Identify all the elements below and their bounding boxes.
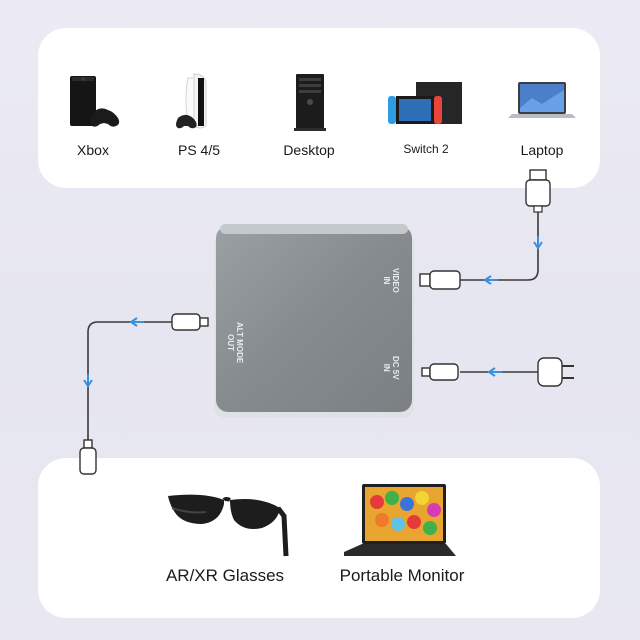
- output-ar-glasses: AR/XR Glasses: [150, 486, 300, 616]
- source-playstation: PS 4/5: [166, 68, 232, 178]
- source-label: PS 4/5: [177, 142, 221, 158]
- output-devices-card: AR/XR Glasses Portable Monitor: [38, 458, 600, 618]
- source-switch: Switch 2: [382, 68, 470, 178]
- laptop-icon: [508, 82, 576, 118]
- port-label-line: DC 5V: [391, 356, 400, 380]
- output-portable-monitor: Portable Monitor: [322, 480, 482, 616]
- converter-hub: ALT MODE OUT VIDEO IN DC 5V IN: [214, 222, 414, 418]
- switch-console-icon: [388, 82, 462, 124]
- source-devices-card: Xbox PS 4/5 Desktop Swi: [38, 28, 600, 188]
- ar-glasses-icon: [168, 494, 289, 557]
- hdmi-plug-icon: [525, 169, 551, 213]
- source-laptop: Laptop: [504, 68, 580, 178]
- dc-in-label: DC 5V IN: [382, 356, 400, 380]
- source-xbox: Xbox: [60, 68, 126, 178]
- source-label: Laptop: [520, 142, 564, 158]
- port-label-line: IN: [382, 276, 391, 285]
- xbox-console-icon: [70, 76, 120, 127]
- dc-plug-icon: [421, 363, 459, 381]
- arrow-down-icon: [83, 374, 93, 388]
- arrow-left-icon: [488, 367, 502, 377]
- portable-monitor-icon: [344, 484, 456, 556]
- playstation-console-icon: [176, 73, 207, 129]
- usb-c-plug-icon: [171, 313, 209, 331]
- output-label: Portable Monitor: [339, 566, 465, 585]
- source-label: Switch 2: [403, 142, 449, 156]
- alt-mode-out-label: ALT MODE OUT: [226, 322, 244, 363]
- video-in-label: VIDEO IN: [382, 268, 400, 293]
- port-label-line: IN: [382, 363, 391, 372]
- output-label: AR/XR Glasses: [165, 566, 285, 585]
- source-desktop: Desktop: [276, 68, 342, 178]
- port-label-line: OUT: [226, 334, 235, 352]
- hub-body: [214, 224, 414, 418]
- usb-c-plug-icon: [79, 439, 97, 475]
- source-label: Xbox: [77, 142, 109, 158]
- arrow-down-icon: [533, 236, 543, 250]
- arrow-left-icon: [484, 275, 498, 285]
- power-adapter-icon: [537, 357, 574, 387]
- desktop-tower-icon: [294, 74, 326, 131]
- source-label: Desktop: [283, 142, 335, 158]
- arrow-left-icon: [130, 317, 144, 327]
- hdmi-plug-icon: [419, 270, 461, 290]
- port-label-line: ALT MODE: [235, 322, 244, 364]
- port-label-line: VIDEO: [391, 268, 400, 293]
